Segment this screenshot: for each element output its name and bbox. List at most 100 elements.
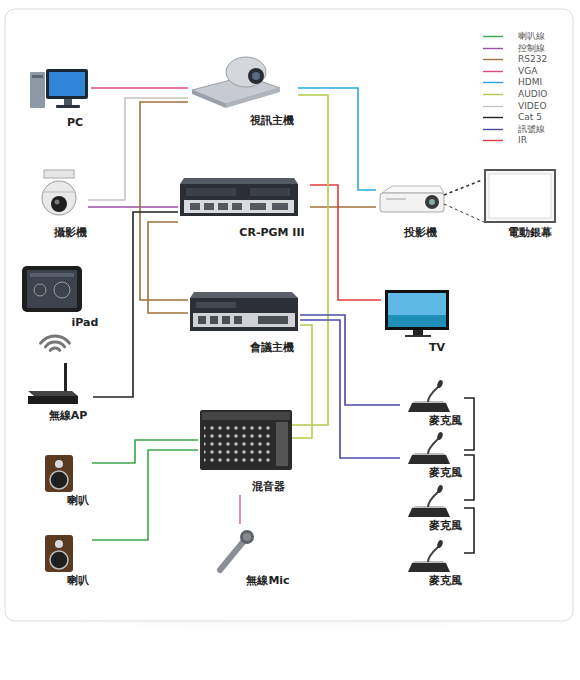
controller-icon [184,200,294,213]
device-label: PC [67,116,83,129]
mixer-icon [200,410,292,470]
wifi-symbol [41,336,70,350]
speaker-icon [45,455,73,492]
tv-icon [388,315,446,327]
pc-icon [30,72,45,108]
device-node: 喇叭 [40,451,92,509]
device-node: TV [381,286,451,356]
legend-line [483,77,505,88]
device-label: 喇叭 [67,574,89,587]
cable [444,180,482,195]
device-node: 混音器 [198,406,292,495]
legend-text: VGA [518,66,537,77]
legend-text: 訊號線 [518,124,545,135]
pc-icon [30,69,88,108]
device-node: 無線Mic [212,524,292,589]
projector-icon [429,199,435,205]
video-conference-icon [192,57,280,108]
controller-icon [180,184,298,216]
cable [310,206,376,208]
projector-icon [382,186,444,193]
cable [92,440,198,463]
pc-icon [46,69,88,99]
device-label: 喇叭 [67,494,89,507]
legend-line [483,140,503,141]
legend-text: Cat 5 [518,112,542,123]
video-conference-icon [192,90,226,108]
device-node: 麥克風 [400,485,464,534]
conference-unit-icon [198,316,288,324]
legend-line [483,43,505,54]
device-node: 無線AP [23,360,93,424]
wireless-mic-icon [240,530,254,544]
screen-icon [489,174,551,218]
device-label: 攝影機 [54,226,87,239]
legend-text: 喇叭線 [518,31,545,42]
speaker-icon [45,535,73,572]
wifi-symbol [41,336,70,343]
legend-text: AUDIO [518,89,547,100]
device-node: 攝影機 [36,168,88,241]
legend-text: IR [518,135,527,146]
cable [88,98,188,200]
legend-line [483,124,505,135]
device-label: 無線Mic [246,574,289,587]
camera-icon [44,170,74,178]
legend-row: IR [483,135,573,146]
legend-text: RS232 [518,54,547,65]
speaker-icon [45,455,73,492]
video-conference-icon [248,68,264,84]
access-point-icon [64,363,67,391]
tablet-icon [30,273,74,277]
projector-icon [386,198,406,200]
legend-line [483,59,503,60]
device-label: 投影機 [404,226,437,239]
mixer-icon [202,412,290,420]
legend-row: AUDIO [483,89,573,100]
legend-line [483,36,503,37]
legend-row: RS232 [483,54,573,65]
legend-line [483,31,505,42]
cable [93,212,178,397]
speaker-icon [50,551,68,569]
legend-line [483,89,505,100]
cable [88,206,178,208]
legend-row: HDMI [483,77,573,88]
legend-line [483,66,505,77]
legend-line [483,82,503,83]
wifi-symbol [45,342,64,347]
controller-icon [180,178,298,216]
legend-text: HDMI [518,77,542,88]
cable [239,495,241,524]
conference-unit-icon [193,313,295,327]
legend-line [483,135,505,146]
projector-icon [425,195,439,209]
legend-line [483,129,503,130]
cable [464,398,474,450]
legend-line [483,47,503,48]
conference-unit-icon [190,292,298,331]
speaker-icon [55,540,63,548]
video-conference-icon [226,88,280,108]
cable [148,222,188,313]
controller-icon [190,203,288,210]
projector-icon [380,186,444,212]
legend-row: Cat 5 [483,112,573,123]
video-conference-icon [252,72,260,80]
device-node: 喇叭 [40,533,92,589]
legend-line [483,117,503,118]
device-node: 麥克風 [400,372,464,429]
device-label: iPad [72,316,99,329]
device-node: 會議主機 [188,288,300,356]
device-node: 電動銀幕 [482,168,558,241]
pc-icon [56,105,80,108]
device-label: 麥克風 [429,519,462,532]
legend-line [483,112,505,123]
mic-icon [408,484,450,517]
cable [464,455,474,500]
device-label: 混音器 [252,480,285,493]
speaker-icon [45,535,73,572]
conference-unit-icon [196,302,236,308]
device-label: 無線AP [49,409,88,422]
